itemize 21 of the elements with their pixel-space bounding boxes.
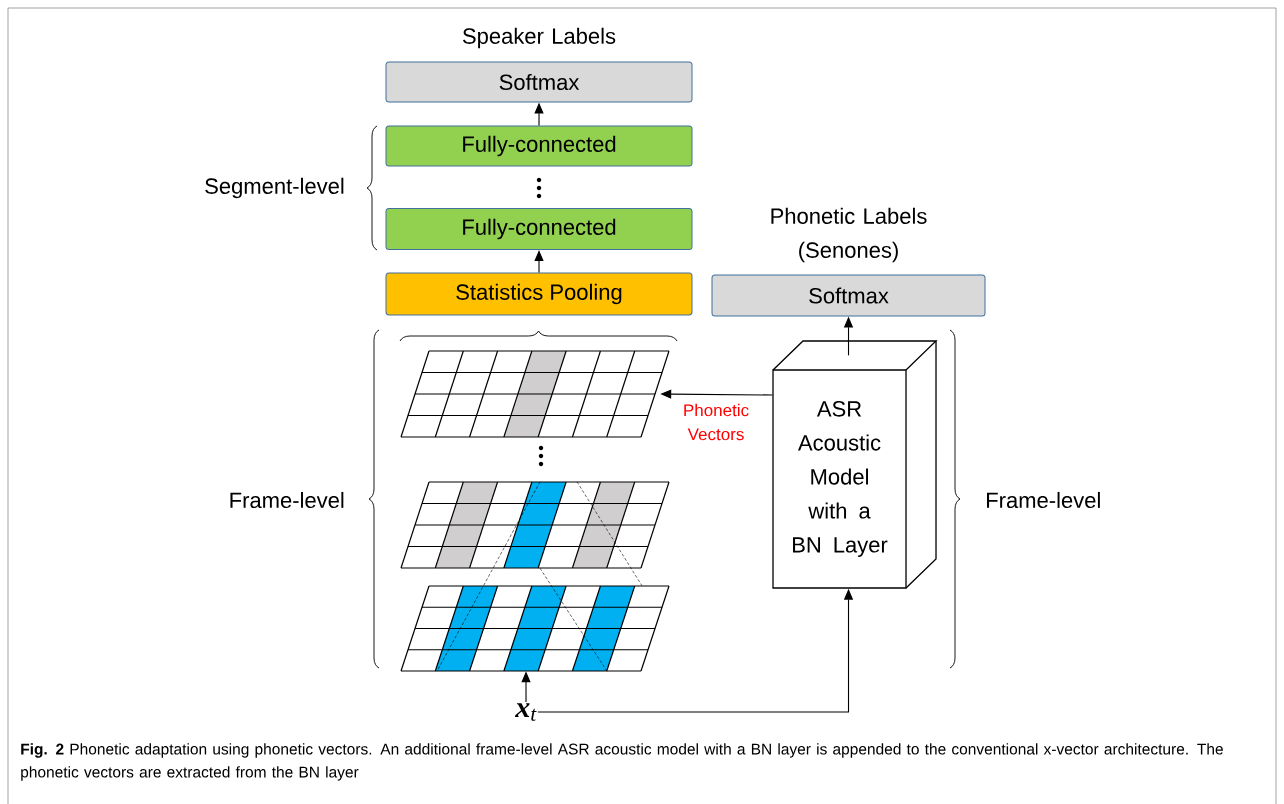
input-symbol: x$_{t}$ <box>515 703 537 721</box>
caption: Fig. 2 Phonetic adaptation using phonetic vectors. An additional frame-level ASR acoustic model with a BN layer is appended to the conventional x-vector architecture. The phonetic vectors are extracted from the BN layer <box>21 743 1223 781</box>
model-block: ASR Acoustic Model with a BN Layer <box>772 340 938 589</box>
layer-box: Softmax <box>711 274 986 317</box>
arrow <box>534 250 544 274</box>
edge-label: Phonetic Vectors <box>675 402 757 442</box>
grid <box>400 585 670 672</box>
receptive-field-line <box>539 567 608 672</box>
grid <box>400 481 670 569</box>
layer-box: Softmax <box>385 61 693 103</box>
layer-heading: Phonetic Labels (Senones) <box>771 207 927 263</box>
level-label: Frame-level <box>987 491 1100 509</box>
layer-box: Statistics Pooling <box>385 272 693 316</box>
grid <box>400 350 670 438</box>
layer-heading: Speaker Labels <box>462 27 616 49</box>
level-label: Frame-level <box>230 491 344 509</box>
receptive-field-line <box>436 481 541 672</box>
layer-box: Fully-connected <box>385 208 693 250</box>
layer-box: Fully-connected <box>385 125 693 167</box>
level-label: Segment-level <box>205 177 344 199</box>
receptive-field-line <box>576 481 643 587</box>
